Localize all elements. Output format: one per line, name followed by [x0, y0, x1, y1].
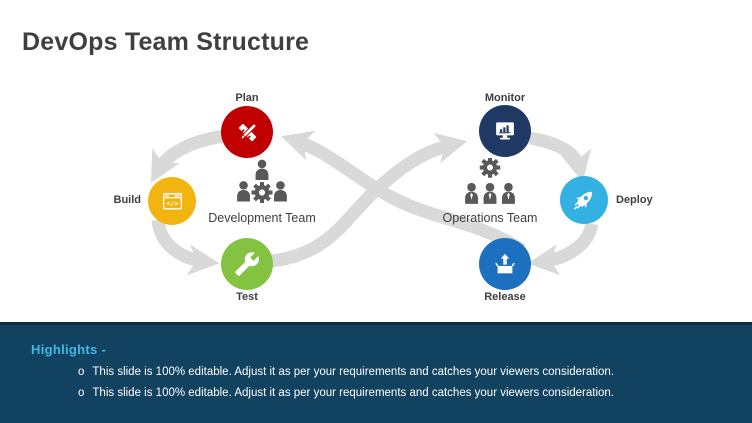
node-build-circle: </>	[148, 177, 196, 225]
highlight-bullet-text-1: This slide is 100% editable. Adjust it a…	[92, 366, 615, 378]
arrow-plan-to-build	[150, 129, 226, 183]
rocket-icon	[573, 191, 593, 210]
page-title: DevOps Team Structure	[22, 28, 310, 56]
arrow-release-to-plan	[281, 130, 526, 256]
gear-over-team-icon	[465, 158, 515, 204]
monitor-chart-icon	[496, 122, 514, 140]
arrow-monitor-to-deploy	[528, 131, 592, 183]
node-build-label: Build	[113, 194, 142, 206]
arrow-deploy-to-release	[527, 222, 599, 276]
arrow-build-to-test	[151, 218, 220, 276]
svg-text:</>: </>	[166, 199, 178, 207]
arrow-test-to-monitor	[271, 132, 468, 268]
node-plan-label: Plan	[235, 92, 259, 104]
node-release-circle	[479, 238, 531, 290]
operations-team-label: Operations Team	[442, 211, 538, 225]
node-deploy-circle	[560, 176, 608, 224]
team-around-gear-icon	[237, 159, 287, 203]
highlight-bullet-2: o This slide is 100% editable. Adjust it…	[78, 387, 752, 399]
node-monitor-label: Monitor	[484, 92, 526, 104]
highlight-bullet-text-2: This slide is 100% editable. Adjust it a…	[92, 387, 615, 399]
node-release-label: Release	[484, 291, 526, 303]
node-plan-circle	[221, 106, 273, 158]
wrench-icon	[235, 252, 259, 276]
node-test-label: Test	[236, 291, 258, 303]
pencil-ruler-icon	[238, 122, 257, 141]
node-monitor-circle	[479, 105, 531, 157]
node-test-circle	[221, 238, 273, 290]
node-deploy-label: Deploy	[616, 194, 653, 206]
box-upload-icon	[495, 253, 515, 274]
bullet-marker: o	[78, 387, 85, 399]
highlights-title: Highlights -	[31, 342, 107, 357]
highlights-panel: Highlights - o This slide is 100% editab…	[0, 322, 752, 423]
highlight-bullet-1: o This slide is 100% editable. Adjust it…	[78, 366, 752, 378]
development-team-label: Development Team	[208, 211, 316, 225]
code-window-icon: </>	[162, 192, 182, 209]
bullet-marker: o	[78, 366, 85, 378]
